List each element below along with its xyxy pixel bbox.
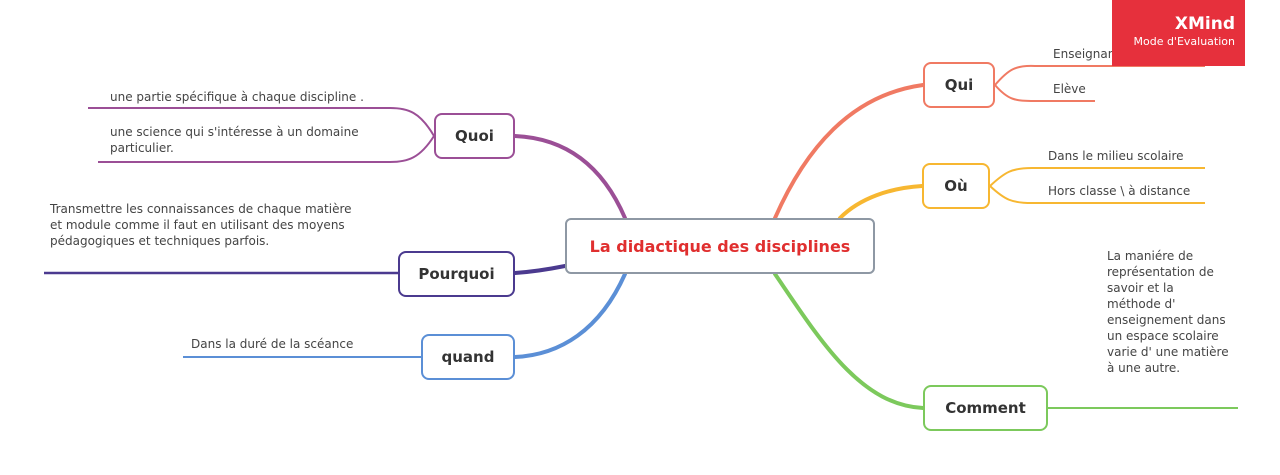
subtopic-comment-maniere[interactable]: La maniére de représentation de savoir e… bbox=[1107, 249, 1229, 375]
topic-qui[interactable]: Qui bbox=[923, 62, 995, 108]
central-topic[interactable]: La didactique des disciplines bbox=[565, 218, 875, 274]
pourquoi-branch-line bbox=[513, 264, 567, 275]
quoi-leaf-connector bbox=[88, 107, 435, 137]
quoi-branch-line bbox=[513, 134, 627, 220]
topic-pourquoi[interactable]: Pourquoi bbox=[398, 251, 515, 297]
topic-quand[interactable]: quand bbox=[421, 334, 515, 380]
topic-comment[interactable]: Comment bbox=[923, 385, 1048, 431]
ou-leaf-connector bbox=[989, 167, 1205, 187]
subtopic-pourquoi-transmettre[interactable]: Transmettre les connaissances de chaque … bbox=[50, 202, 352, 248]
subtopic-quoi-partie[interactable]: une partie spécifique à chaque disciplin… bbox=[110, 90, 364, 104]
qui-branch-line bbox=[773, 83, 925, 220]
quand-branch-line bbox=[513, 272, 627, 359]
qui-leaf-connector bbox=[994, 64, 1205, 86]
watermark-title: XMind bbox=[1174, 14, 1235, 34]
subtopic-qui-eleve[interactable]: Elève bbox=[1053, 82, 1086, 96]
subtopic-quand-duree[interactable]: Dans la duré de la scéance bbox=[191, 337, 354, 351]
qui-leaf-connector bbox=[994, 84, 1095, 102]
subtopic-ou-milieu[interactable]: Dans le milieu scolaire bbox=[1048, 149, 1184, 163]
subtopic-ou-hors-classe[interactable]: Hors classe \ à distance bbox=[1048, 184, 1191, 198]
ou-leaf-connector bbox=[989, 185, 1205, 204]
evaluation-watermark: XMind Mode d'Evaluation bbox=[1112, 0, 1245, 66]
comment-branch-line bbox=[773, 272, 925, 410]
quoi-leaf-connector bbox=[98, 135, 435, 163]
topic-quoi[interactable]: Quoi bbox=[434, 113, 515, 159]
topic-ou[interactable]: Où bbox=[922, 163, 990, 209]
subtopic-quoi-science[interactable]: une science qui s'intéresse à un domaine… bbox=[110, 125, 359, 155]
ou-branch-line bbox=[838, 184, 924, 220]
subtopic-qui-enseignant[interactable]: Enseignant bbox=[1053, 47, 1121, 61]
watermark-subtitle: Mode d'Evaluation bbox=[1133, 35, 1235, 48]
